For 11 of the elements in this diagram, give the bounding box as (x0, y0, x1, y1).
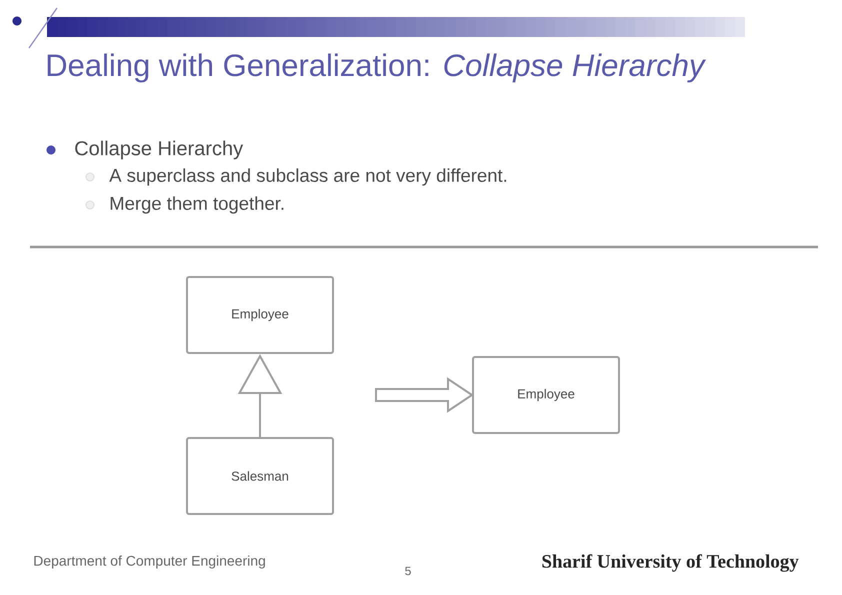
bullet-text: Collapse Hierarchy (75, 140, 244, 160)
bullet-text: Merge them together. (110, 196, 284, 214)
class-box: Employee (472, 356, 620, 434)
page-number: 5 (405, 566, 411, 576)
bullet-text: A superclass and subclass are not very different. (109, 168, 506, 186)
footer-text: Sharif University of Technology (542, 554, 799, 572)
footer-text: Department of Computer Engineering (34, 555, 265, 569)
block-arrow (375, 377, 474, 413)
slide-title: Dealing with Generalization: Collapse Hierarchy (48, 54, 706, 82)
class-box: Salesman (186, 437, 334, 515)
class-box: Employee (186, 276, 334, 354)
